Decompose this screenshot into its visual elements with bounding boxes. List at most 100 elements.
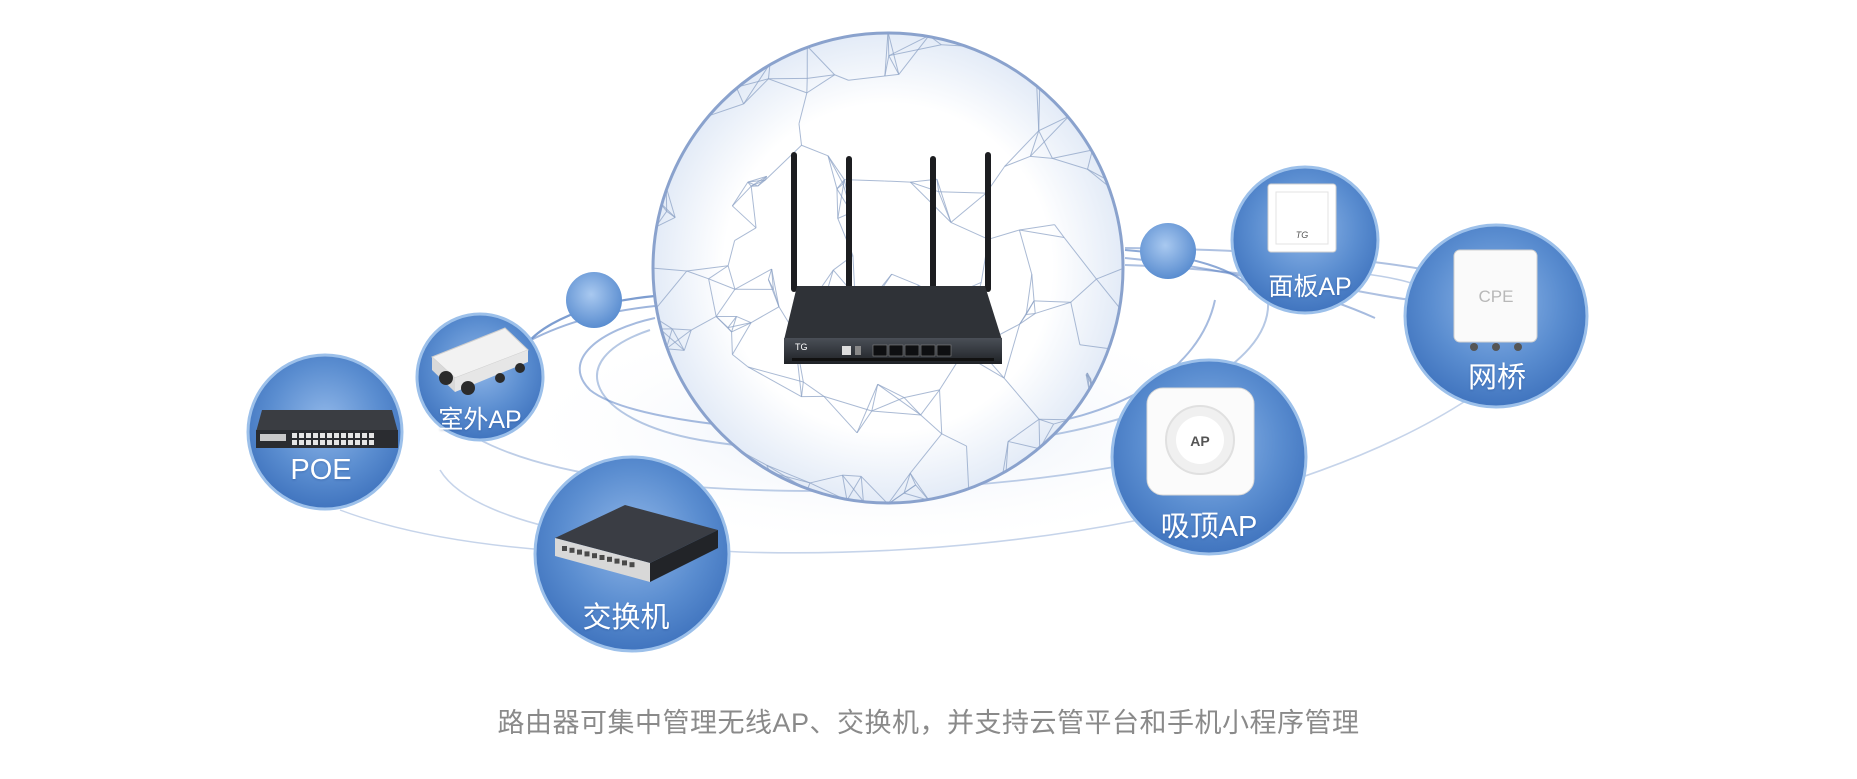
mesh-line (747, 181, 759, 187)
switch-port (607, 556, 612, 562)
switch-port (320, 433, 325, 438)
mesh-line (1038, 418, 1054, 425)
mesh-line (1063, 237, 1097, 280)
mesh-line (887, 33, 890, 56)
mesh-line (807, 74, 835, 79)
mesh-line (809, 474, 843, 484)
mesh-line (903, 397, 922, 416)
bridge-label: 网桥 (1467, 362, 1527, 394)
poe-switch-icon (256, 410, 398, 448)
switch-port (292, 433, 297, 438)
mesh-line (1008, 440, 1040, 450)
mesh-line (727, 316, 737, 328)
ceiling-ap-icon-text: AP (1190, 433, 1209, 449)
switch-port (334, 433, 339, 438)
mesh-line (1070, 302, 1081, 345)
switch-port (629, 562, 635, 568)
switch-port (369, 440, 374, 445)
mesh-line (823, 396, 858, 434)
mesh-line (1031, 274, 1035, 301)
mesh-line (887, 484, 916, 503)
mesh-line (1030, 155, 1053, 159)
switch-port (569, 547, 575, 553)
mesh-line (732, 205, 757, 229)
mesh-line (731, 331, 733, 355)
mesh-line (827, 155, 845, 180)
mesh-line (798, 123, 803, 146)
mesh-line (877, 383, 905, 399)
mesh-line (747, 366, 802, 398)
mesh-line (1007, 418, 1040, 442)
mesh-line (1019, 229, 1065, 239)
mesh-line (806, 74, 835, 94)
mesh-line (1025, 274, 1033, 315)
mesh-line (1004, 155, 1031, 167)
mesh-line (708, 278, 736, 290)
mesh-line (1003, 323, 1021, 379)
mesh-line (665, 329, 692, 350)
mesh-line (884, 33, 889, 77)
mesh-line (1036, 84, 1040, 131)
mesh-line (715, 288, 736, 317)
mesh-line (743, 78, 769, 105)
mesh-line (836, 188, 839, 219)
mesh-line (1019, 313, 1036, 325)
mesh-line (803, 381, 825, 397)
router-port (872, 344, 952, 357)
mesh-line (898, 35, 930, 75)
mesh-line (939, 389, 943, 434)
mesh-line (888, 35, 930, 57)
mesh-line (860, 476, 864, 502)
mesh-line (966, 446, 970, 490)
mesh-line (1038, 87, 1041, 131)
node-bridge: CPE (1403, 223, 1589, 409)
mesh-line (672, 328, 692, 331)
switch-port (320, 440, 325, 445)
switch-port (292, 440, 297, 445)
mesh-line (1070, 278, 1097, 303)
switch-port (327, 440, 332, 445)
switch-label: 交换机 (582, 602, 670, 634)
mesh-line (827, 155, 838, 189)
mesh-line (988, 229, 1020, 240)
connector-bubble (1140, 223, 1196, 279)
mesh-line (842, 474, 862, 477)
mesh-line (904, 389, 940, 399)
mesh-line (655, 217, 676, 228)
mesh-line (686, 265, 729, 272)
switch-port (584, 551, 590, 557)
mesh-line (888, 55, 900, 75)
mesh-line (691, 316, 717, 331)
mesh-line (909, 433, 943, 474)
mesh-line (655, 270, 688, 310)
mesh-line (743, 63, 771, 105)
switch-port (334, 440, 339, 445)
mesh-line (909, 472, 930, 501)
mesh-line (707, 103, 744, 117)
mesh-line (768, 78, 808, 94)
mesh-line (771, 268, 780, 307)
mesh-line (747, 181, 752, 187)
ceiling-ap-label: 吸顶AP (1160, 511, 1258, 543)
mesh-line (708, 265, 729, 280)
mesh-line (731, 181, 749, 207)
switch-port (299, 440, 304, 445)
switch-port (599, 555, 605, 560)
mesh-line (842, 474, 864, 502)
switch-port (341, 433, 346, 438)
network-sphere (651, 31, 1125, 505)
outdoor-ap-icon (431, 327, 529, 395)
mesh-line (848, 75, 885, 81)
switch-port (369, 433, 374, 438)
mesh-line (1018, 229, 1033, 275)
outdoor-ap-label: 室外AP (438, 406, 522, 434)
mesh-line (856, 410, 873, 434)
mesh-line (871, 397, 905, 412)
mesh-line (846, 476, 862, 501)
mesh-line (1096, 278, 1121, 310)
mesh-line (750, 306, 780, 324)
router-device: TG (784, 152, 1002, 364)
mesh-line (1054, 224, 1065, 238)
mesh-line (736, 316, 752, 324)
panel-ap-brand-text: TG (1296, 230, 1309, 240)
